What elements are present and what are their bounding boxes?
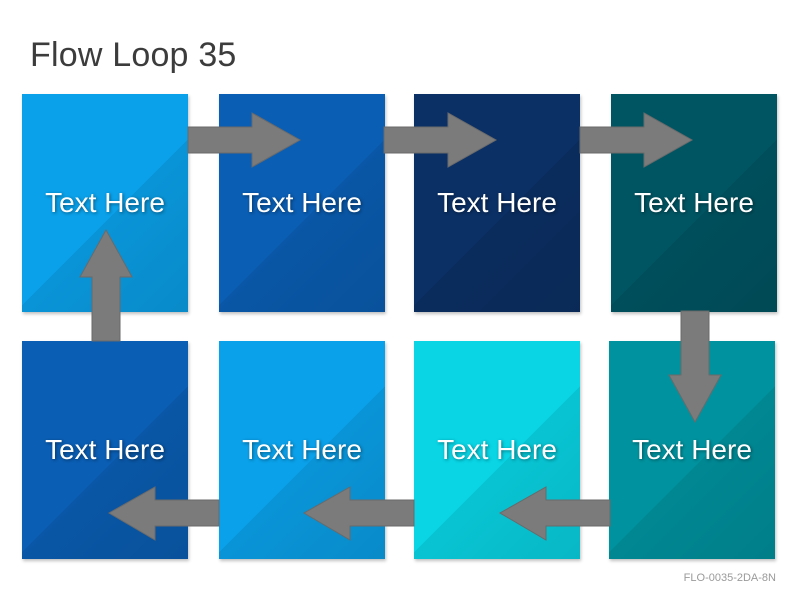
flow-box-label: Text Here [632,434,752,465]
arrow-right-icon [187,112,302,168]
flow-box-2[interactable]: Text Here [219,94,385,312]
flow-box-1[interactable]: Text Here [22,94,188,312]
flow-box-label: Text Here [45,434,165,465]
footer-code: FLO-0035-2DA-8N [683,572,776,584]
arrow-right-icon [383,112,498,168]
arrow-left-icon [302,486,415,541]
arrow-left-icon [498,486,611,541]
flow-box-label: Text Here [437,187,557,218]
flow-box-label: Text Here [634,187,754,218]
flow-box-label: Text Here [242,187,362,218]
flow-box-label: Text Here [437,434,557,465]
flow-box-label: Text Here [242,434,362,465]
page-title: Flow Loop 35 [30,36,237,74]
arrow-up-icon [79,228,133,342]
arrow-left-icon [107,486,220,541]
arrow-down-icon [668,310,722,424]
arrow-right-icon [579,112,694,168]
flow-box-label: Text Here [45,187,165,218]
